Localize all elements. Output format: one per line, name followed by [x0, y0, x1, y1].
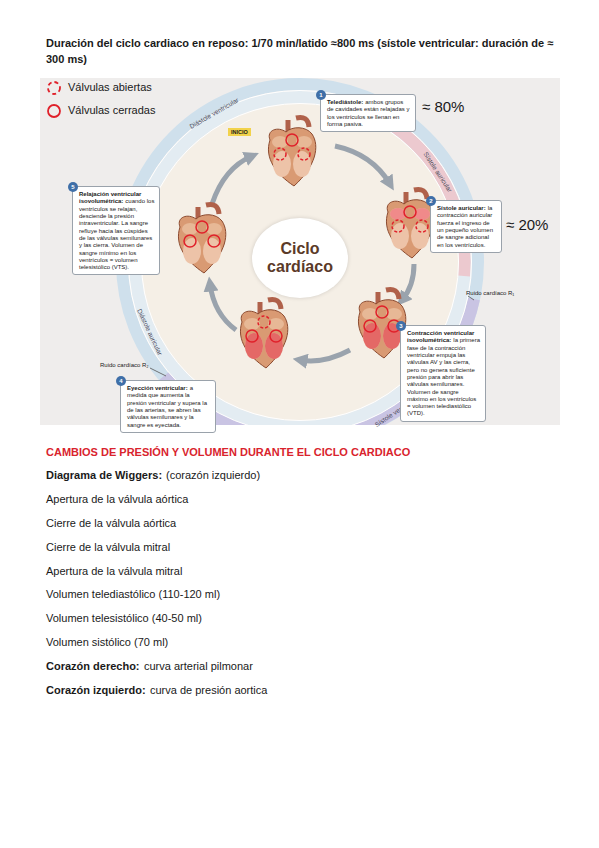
- cycle-arrow: [402, 264, 414, 300]
- callout-number: 1: [316, 90, 326, 100]
- heart-isovolumetric-contraction: [358, 289, 405, 358]
- term-bold: Diagrama de Wiggers:: [46, 469, 162, 481]
- heart-drawing: [268, 117, 315, 186]
- valve-closed: [208, 235, 220, 247]
- step-box: 4Eyección ventricular:a medida que aumen…: [120, 380, 216, 433]
- term-bold: Corazón derecho:: [46, 660, 140, 672]
- start-tag: INICIO: [228, 128, 251, 136]
- heart-telediastole: [268, 117, 315, 186]
- list-item: Apertura de la válvula aórtica: [46, 493, 188, 505]
- leader-line: [150, 368, 166, 376]
- heart-isovolumetric-relaxation: [178, 204, 225, 273]
- cycle-arrow: [300, 350, 350, 361]
- cycle-arrow: [212, 156, 252, 204]
- step-heading: Telediástole:: [327, 99, 363, 105]
- callout-number: 4: [116, 376, 126, 386]
- list-item: Volumen sistólico (70 ml): [46, 636, 168, 648]
- term-note: curva de presión aortica: [150, 684, 267, 696]
- step-text: cuando los ventrículos se relajan, desci…: [79, 198, 154, 270]
- center-text-block: Ciclo cardíaco: [252, 240, 348, 275]
- percentage: ≈ 20%: [506, 216, 548, 233]
- heart-drawing: [358, 289, 405, 358]
- valve-open-sample: [48, 82, 60, 94]
- callout-number: 2: [426, 196, 436, 206]
- heart-sound-label: Ruido cardíaco R₁: [466, 290, 514, 296]
- valve-closed: [376, 306, 388, 318]
- step-heading: Sístole auricular:: [437, 205, 486, 211]
- step-box: 2Sístole auricular:la contracción auricu…: [430, 200, 502, 253]
- legend-text: Válvulas cerradas: [68, 104, 155, 116]
- term-note: (corazón izquierdo): [166, 469, 260, 481]
- ventricle-contracting: [245, 333, 263, 359]
- list-item: Cierre de la válvula aórtica: [46, 517, 176, 529]
- legend-swatch: [44, 80, 64, 96]
- cycle-arrow: [210, 284, 236, 330]
- term-bold: Corazón izquierdo:: [46, 684, 146, 696]
- list-item: Cierre de la válvula mitral: [46, 541, 170, 553]
- step-heading: Eyección ventricular:: [127, 385, 188, 391]
- cycle-center: Ciclo cardíaco: [252, 218, 348, 298]
- step-box: 3Contracción ventricular isovolumétrica:…: [400, 325, 486, 422]
- valve-closed: [286, 134, 298, 146]
- valve-closed: [364, 320, 376, 332]
- legend-swatch: [44, 103, 64, 119]
- center-title: Ciclo cardíaco: [252, 240, 348, 275]
- heart-sound-label: Ruido cardíaco R₂: [100, 362, 149, 368]
- list-item: Apertura de la válvula mitral: [46, 565, 182, 577]
- page-heading: Duración del ciclo cardiaco en reposo: 1…: [46, 36, 561, 68]
- valve-open: [274, 148, 286, 160]
- valve-open: [392, 220, 404, 232]
- valve-closed: [404, 206, 416, 218]
- heart-drawing: [178, 204, 225, 273]
- list-item: Volumen telediastólico (110-120 ml): [46, 588, 220, 600]
- ventricle-contracting: [265, 333, 283, 359]
- leader-line: [468, 296, 474, 300]
- valve-closed-sample: [48, 105, 60, 117]
- step-text: a medida que aumenta la presión ventricu…: [127, 385, 207, 428]
- section-heading: CAMBIOS DE PRESIÓN Y VOLUMEN DURANTE EL …: [46, 446, 410, 458]
- valve-closed: [246, 330, 258, 342]
- step-text: la primera fase de la contracción ventri…: [407, 337, 480, 416]
- valve-closed: [270, 330, 282, 342]
- step-box: 5Relajación ventricular isovolumétrica:c…: [72, 186, 160, 275]
- list-item: Volumen telesistólico (40-50 ml): [46, 612, 202, 624]
- cycle-figure: [40, 78, 560, 425]
- callout-number: 5: [68, 182, 78, 192]
- heart-drawing: [240, 299, 287, 368]
- valve-open: [416, 220, 428, 232]
- cycle-arrow: [335, 146, 390, 184]
- legend-text: Válvulas abiertas: [68, 81, 152, 93]
- percentage: ≈ 80%: [422, 98, 464, 115]
- ventricle-contracting: [363, 323, 381, 349]
- valve-closed: [196, 221, 208, 233]
- valve-closed: [184, 235, 196, 247]
- step-text: la contracción auricular fuerza el ingre…: [437, 205, 493, 248]
- step-box: 1Telediástole:ambos grupos de cavidades …: [320, 94, 416, 132]
- heart-ejection: [240, 299, 287, 368]
- term-note: curva arterial pilmonar: [144, 660, 253, 672]
- figure-background: [40, 78, 560, 425]
- valve-open: [298, 148, 310, 160]
- callout-number: 3: [396, 321, 406, 331]
- valve-open: [258, 316, 270, 328]
